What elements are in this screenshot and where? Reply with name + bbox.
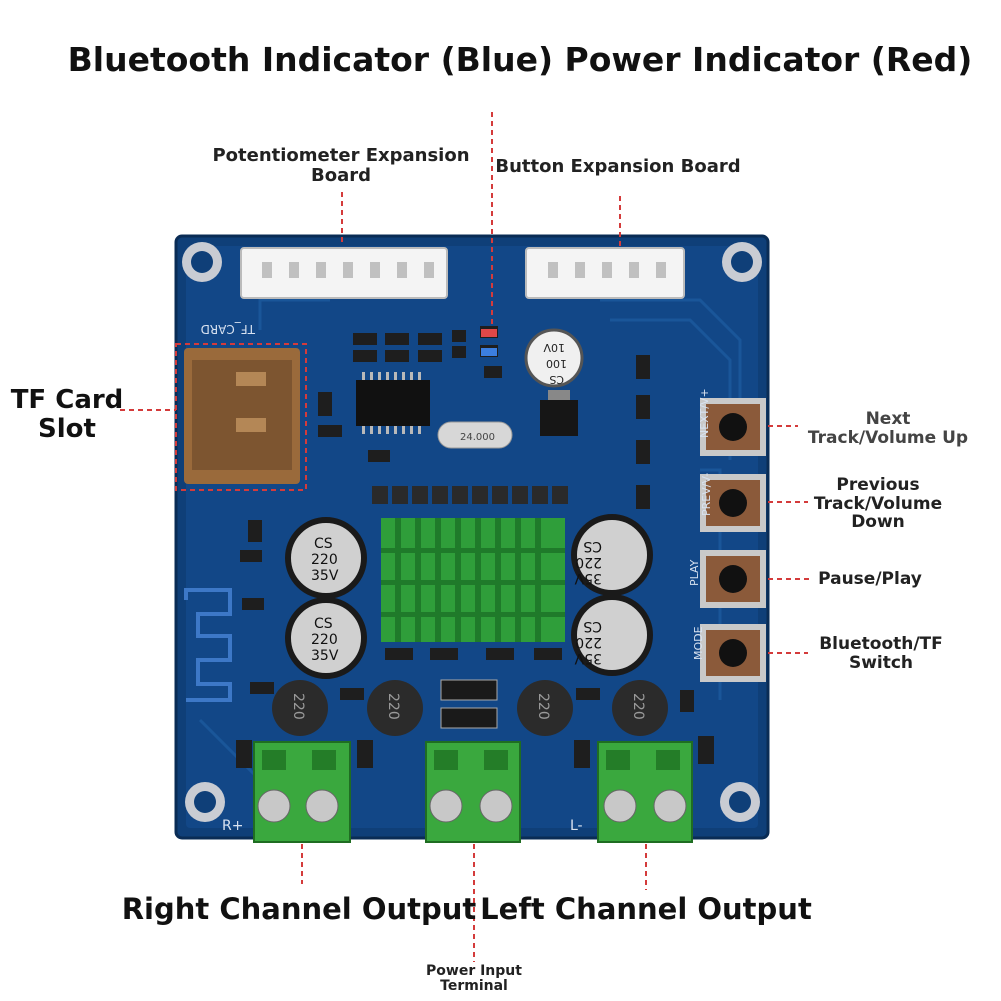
- button-mode: [700, 624, 766, 682]
- label-pause-play: Pause/Play: [818, 569, 922, 589]
- silk-crystal: 24.000: [460, 432, 495, 443]
- label-next: Next Track/Volume Up: [807, 409, 969, 448]
- mounting-holes: [182, 242, 762, 822]
- svg-text:220: 220: [535, 693, 551, 720]
- main-ic: [356, 380, 430, 426]
- label-bt-tf: Bluetooth/TF Switch: [819, 634, 943, 673]
- silk-next: NEXT/V+: [698, 388, 711, 438]
- silk-mode: MODE: [692, 626, 705, 660]
- silk-tf-card: TF_CARD: [201, 322, 256, 336]
- svg-text:220: 220: [311, 552, 338, 568]
- label-potentiometer: Potentiometer Expansion Board: [212, 145, 470, 186]
- label-right-output: Right Channel Output: [121, 892, 477, 926]
- label-power-input: Power Input Terminal: [426, 963, 522, 995]
- button-prev: [700, 474, 766, 532]
- svg-text:CS: CS: [314, 616, 333, 632]
- svg-text:35V: 35V: [574, 570, 602, 586]
- label-left-output: Left Channel Output: [480, 892, 812, 926]
- voltage-regulator: [540, 400, 578, 436]
- tf-slot-frame: [175, 343, 307, 491]
- power-led: [481, 329, 497, 337]
- silk-r-plus: R+: [222, 818, 243, 834]
- cap-left-top: CS 220 35V: [285, 517, 367, 599]
- svg-text:CS: CS: [583, 538, 602, 554]
- svg-text:10V: 10V: [543, 341, 565, 354]
- label-tf-slot: TF Card Slot: [10, 385, 124, 444]
- button-play: [700, 550, 766, 608]
- terminal-right: [253, 741, 351, 843]
- svg-text:220: 220: [575, 634, 602, 650]
- label-button-board: Button Expansion Board: [495, 156, 741, 177]
- crystal: [437, 421, 513, 449]
- silk-prev: PREV/V-: [700, 473, 713, 516]
- silk-l-minus: L-: [570, 818, 583, 834]
- svg-text:220: 220: [385, 693, 401, 720]
- silk-play: PLAY: [688, 559, 701, 586]
- svg-text:100: 100: [546, 357, 567, 370]
- cap-left-bottom: CS 220 35V: [285, 597, 367, 679]
- guide-lines: [120, 112, 812, 962]
- bluetooth-led: [481, 348, 497, 356]
- bt-antenna: [184, 588, 232, 702]
- svg-text:35V: 35V: [311, 648, 339, 664]
- svg-text:35V: 35V: [574, 650, 602, 666]
- svg-text:220: 220: [630, 693, 646, 720]
- cap-right-bottom: CS 220 35V: [571, 594, 653, 676]
- svg-text:220: 220: [311, 632, 338, 648]
- button-next: [700, 398, 766, 456]
- label-previous: Previous Track/Volume Down: [813, 475, 943, 533]
- cap-right-top: CS 220 35V: [571, 514, 653, 596]
- terminal-power: [425, 741, 521, 843]
- cap-top: [524, 328, 584, 388]
- svg-text:220: 220: [290, 693, 306, 720]
- terminal-left: [597, 741, 693, 843]
- svg-text:CS: CS: [583, 618, 602, 634]
- svg-text:220: 220: [575, 554, 602, 570]
- svg-text:35V: 35V: [311, 568, 339, 584]
- diagram-title: Bluetooth Indicator (Blue) Power Indicat…: [67, 40, 973, 79]
- svg-text:CS: CS: [314, 536, 333, 552]
- svg-text:CS: CS: [549, 373, 564, 386]
